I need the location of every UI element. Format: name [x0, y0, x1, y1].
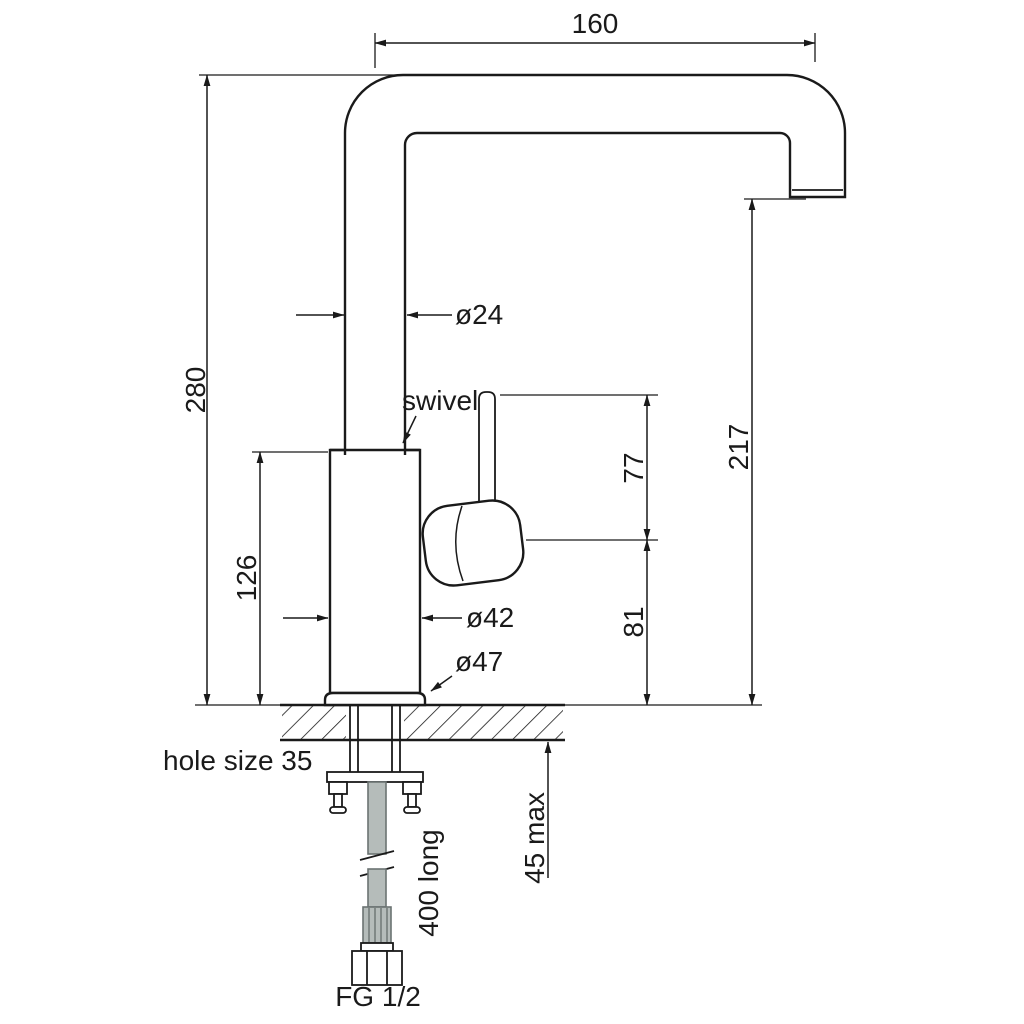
callout-hose-length: 400 long: [413, 829, 444, 936]
handle-rod: [478, 391, 496, 512]
countertop: [195, 703, 762, 742]
leader-line: [402, 415, 417, 444]
base-flange: [323, 691, 427, 707]
mounting-foot-left: [329, 806, 347, 814]
mounting-clamp-left: [328, 781, 348, 795]
label-thread: FG 1/2: [335, 981, 421, 1012]
flex-hose-lower: [367, 868, 387, 908]
mounting-clamp-right: [402, 781, 422, 795]
mounting-foot-right: [403, 806, 421, 814]
callout-swivel: swivel: [402, 385, 478, 444]
mounting-bolt-right: [407, 793, 417, 808]
mounting-plate: [326, 771, 424, 783]
spout-fill: [345, 75, 845, 455]
handle-grip: [421, 499, 525, 587]
hose-break-line-top: [359, 850, 395, 861]
callout-hole-size: hole size 35: [163, 745, 312, 776]
dimension-outlet-height: 217: [723, 198, 806, 706]
callout-base-diameter: ø47: [430, 646, 503, 692]
callout-thread: FG 1/2: [335, 981, 421, 1012]
label-tube-diameter: ø24: [455, 299, 503, 330]
label-hose-length: 400 long: [413, 829, 444, 936]
flex-hose-upper: [367, 781, 387, 855]
label-swivel: swivel: [402, 385, 478, 416]
faucet: [323, 73, 847, 707]
dimension-spout-reach: 160: [374, 8, 816, 68]
deck-hatch-right: [404, 706, 563, 739]
spout-outline: [343, 73, 847, 455]
label-hole-size: hole size 35: [163, 745, 312, 776]
dimension-body-diameter: ø42: [283, 602, 514, 633]
dimension-tube-diameter: ø24: [296, 299, 503, 330]
dimension-upper-section: 77: [500, 394, 658, 541]
label-body-diameter: ø42: [466, 602, 514, 633]
label-upper-section: 77: [618, 452, 649, 483]
dimension-overall-height: 280: [180, 74, 403, 706]
connection-hex-nut: [351, 950, 403, 986]
label-lower-section: 81: [618, 606, 649, 637]
deck-hatch-left: [282, 706, 346, 739]
handle-seam: [455, 505, 464, 582]
faucet-body: [328, 448, 422, 695]
leader-line: [430, 675, 453, 692]
under-counter-assembly: [326, 705, 424, 986]
hose-collar: [360, 942, 394, 952]
label-body-height: 126: [231, 555, 262, 602]
label-max-deck: 45 max: [519, 792, 550, 884]
dimension-max-deck: 45 max: [519, 741, 552, 884]
label-overall-height: 280: [180, 367, 211, 414]
label-outlet-height: 217: [723, 424, 754, 471]
label-base-diameter: ø47: [455, 646, 503, 677]
mounting-bolt-left: [333, 793, 343, 808]
label-spout-reach: 160: [572, 8, 619, 39]
dimension-body-height: 126: [231, 451, 328, 706]
dimension-lower-section: 81: [618, 539, 651, 706]
